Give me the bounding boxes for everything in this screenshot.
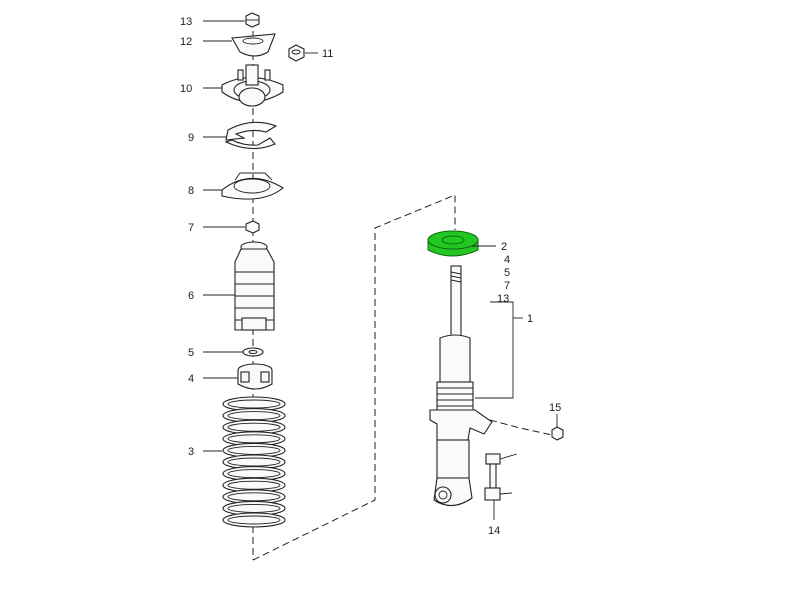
part-14-link-rod bbox=[484, 453, 518, 501]
spring-coil-inner bbox=[227, 503, 281, 513]
spring-coil-inner bbox=[227, 434, 281, 444]
spring-coil-inner bbox=[227, 399, 281, 409]
part-13-top-nut bbox=[245, 12, 260, 28]
spring-coil-inner bbox=[227, 445, 281, 455]
group-label-4: 13 bbox=[497, 293, 509, 305]
callout-13: 13 bbox=[180, 16, 192, 28]
spring-coil-inner bbox=[227, 480, 281, 490]
part-5-washer bbox=[242, 347, 264, 357]
spring-coil-inner bbox=[227, 515, 281, 525]
group-label-1: 4 bbox=[504, 254, 510, 266]
callout-labels: 13 12 11 10 9 8 7 6 5 4 3 1 15 14 2 4 5 … bbox=[180, 16, 561, 537]
callout-4: 4 bbox=[188, 373, 194, 385]
callout-15: 15 bbox=[549, 402, 561, 414]
spring-coil-inner bbox=[227, 457, 281, 467]
part-9-spring-clip bbox=[224, 121, 278, 150]
callout-10: 10 bbox=[180, 83, 192, 95]
spring-coil-inner bbox=[227, 492, 281, 502]
spring-coil-inner bbox=[227, 422, 281, 432]
part-4-isolator bbox=[237, 363, 273, 390]
part-3-coil-spring bbox=[222, 396, 286, 528]
part-1-shock-absorber bbox=[429, 265, 493, 507]
leader-lines bbox=[203, 20, 558, 520]
part-15-nut bbox=[551, 426, 564, 441]
callout-14: 14 bbox=[488, 525, 500, 537]
callout-8: 8 bbox=[188, 185, 194, 197]
spring-coil bbox=[222, 512, 286, 528]
group-bracket bbox=[472, 245, 523, 399]
group-label-3: 7 bbox=[504, 280, 510, 292]
callout-6: 6 bbox=[188, 290, 194, 302]
part-6-dust-boot bbox=[234, 241, 275, 331]
part-7-nut bbox=[245, 220, 260, 234]
callout-3: 3 bbox=[188, 446, 194, 458]
group-label-2: 5 bbox=[504, 267, 510, 279]
part-10-strut-mount bbox=[221, 64, 284, 107]
spring-coil-inner bbox=[227, 411, 281, 421]
callout-9: 9 bbox=[188, 132, 194, 144]
group-label-0: 2 bbox=[501, 241, 507, 253]
callout-5: 5 bbox=[188, 347, 194, 359]
part-11-nut bbox=[288, 44, 305, 62]
part-12-cap bbox=[231, 33, 276, 57]
callout-7: 7 bbox=[188, 222, 194, 234]
callout-11: 11 bbox=[322, 48, 333, 60]
part-8-spring-seat bbox=[221, 172, 284, 200]
spring-coil-inner bbox=[227, 469, 281, 479]
callout-12: 12 bbox=[180, 36, 192, 48]
callout-1: 1 bbox=[527, 313, 533, 325]
part-2-highlighted-mount bbox=[427, 230, 479, 257]
